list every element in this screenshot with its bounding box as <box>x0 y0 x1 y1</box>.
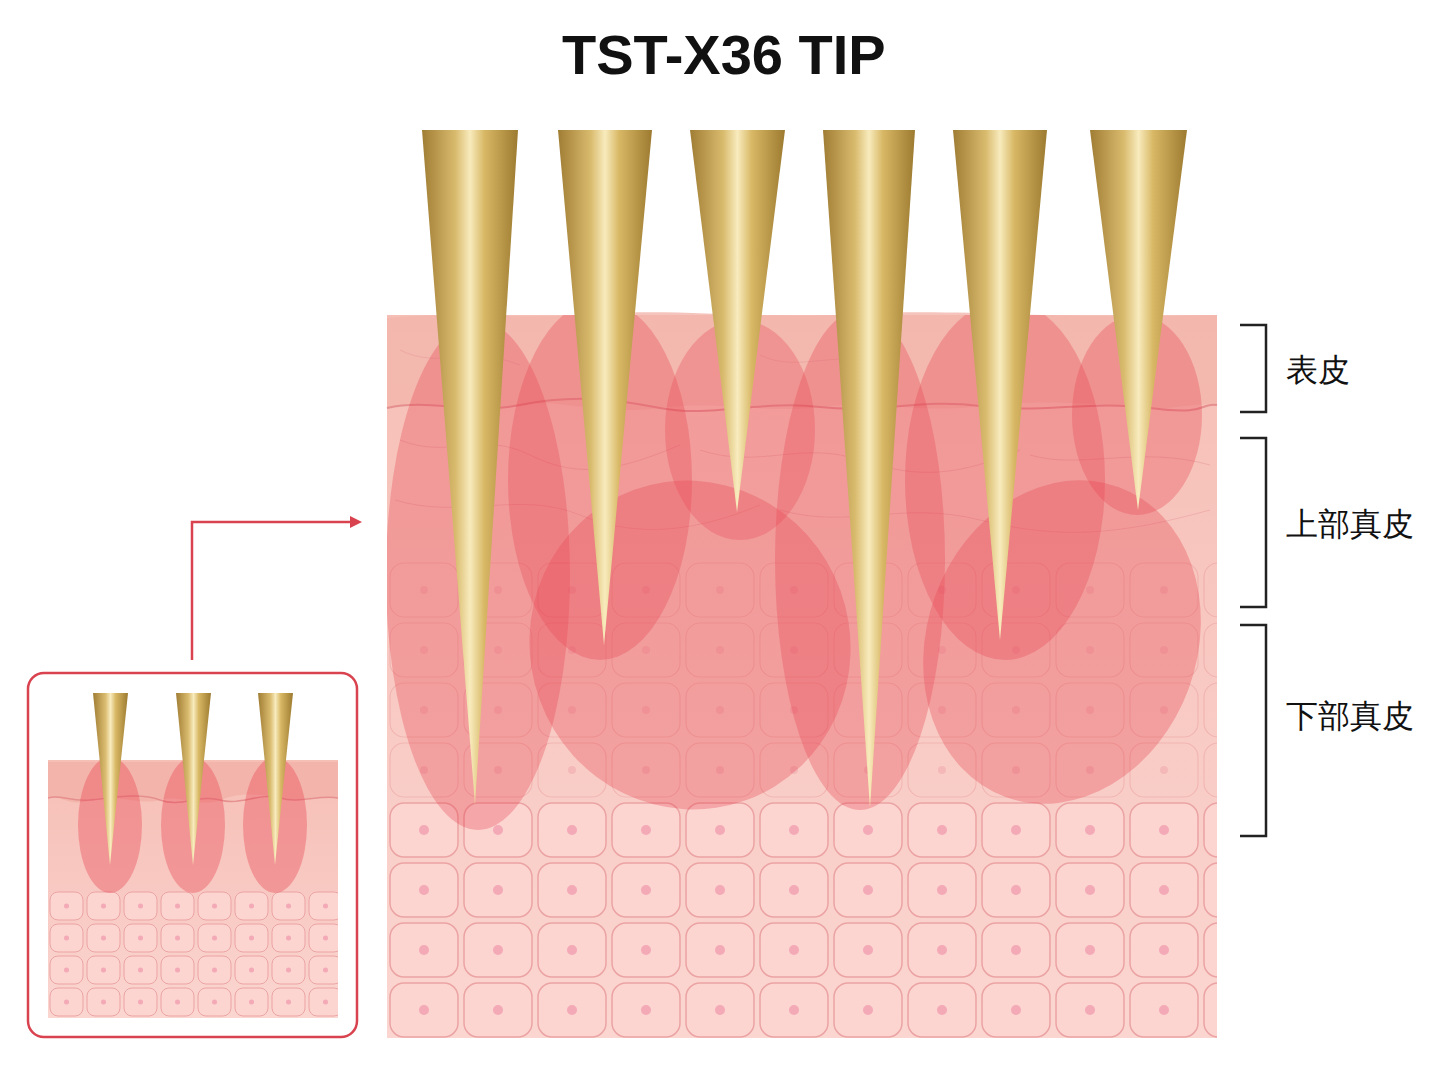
tissue-cells <box>387 800 1217 1038</box>
heat-zone <box>879 441 1217 843</box>
needle <box>690 130 785 512</box>
needle <box>422 130 518 805</box>
bracket <box>1240 438 1266 607</box>
inset-needles <box>93 693 293 865</box>
bracket <box>1240 325 1266 412</box>
layer-brackets <box>1240 325 1266 836</box>
needle <box>558 130 652 645</box>
zoom-arrow <box>192 522 352 660</box>
diagram-title: TST-X36 TIP <box>562 24 886 86</box>
bracket <box>1240 625 1266 836</box>
needles <box>422 130 1187 808</box>
needle <box>1090 130 1187 510</box>
needle <box>953 130 1047 640</box>
inset-frame <box>28 673 357 1037</box>
inset-panel <box>28 522 357 1037</box>
layer-label: 上部真皮 <box>1286 505 1414 543</box>
heat-zones <box>387 315 1217 855</box>
needle <box>823 130 915 808</box>
layer-label: 下部真皮 <box>1286 697 1414 735</box>
layer-label: 表皮 <box>1286 351 1350 389</box>
